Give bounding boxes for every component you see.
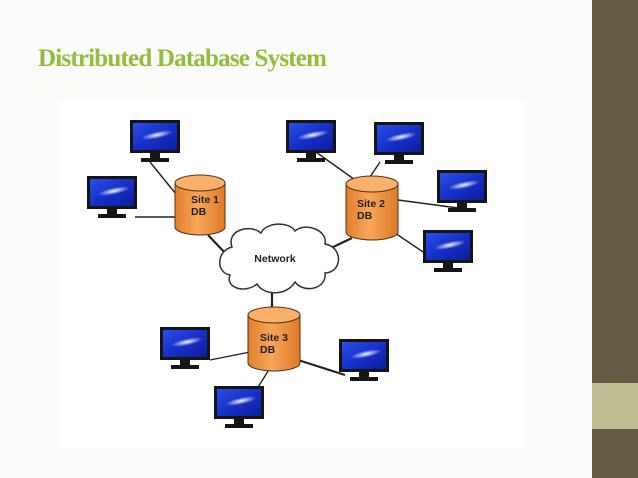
- site-2-db-label: DB: [357, 210, 373, 222]
- monitor-icon: [214, 386, 264, 428]
- database-cylinder-icon: [247, 306, 301, 372]
- monitor-icon: [286, 120, 336, 162]
- database-site-1: Site 1 DB: [174, 174, 226, 236]
- monitor-icon: [339, 339, 389, 381]
- link-site2-monitor-right: [397, 199, 459, 209]
- slide-title: Distributed Database System: [38, 45, 327, 72]
- database-site-3: Site 3 DB: [247, 306, 301, 372]
- side-decor-accent: [592, 383, 638, 429]
- network-cloud: Network: [219, 223, 340, 294]
- monitor-icon: [423, 230, 473, 272]
- database-site-2: Site 2 DB: [345, 175, 399, 241]
- site-3-name: Site 3: [260, 332, 288, 344]
- link-site3-monitor-right: [297, 358, 346, 377]
- site-1-db-label: DB: [191, 206, 207, 218]
- monitor-icon: [374, 122, 424, 164]
- database-cylinder-icon: [174, 174, 226, 236]
- link-site3-monitor-left: [209, 351, 251, 361]
- cloud-icon: [219, 223, 340, 294]
- site-1-name: Site 1: [191, 194, 219, 206]
- database-cylinder-icon: [345, 175, 399, 241]
- monitor-icon: [130, 120, 180, 162]
- monitor-icon: [87, 176, 137, 218]
- link-site2-network: [330, 237, 353, 249]
- site-2-name: Site 2: [357, 198, 385, 210]
- monitor-icon: [160, 327, 210, 369]
- link-site2-monitor-top-left: [312, 149, 359, 183]
- network-label: Network: [254, 253, 296, 265]
- site-3-db-label: DB: [260, 344, 276, 356]
